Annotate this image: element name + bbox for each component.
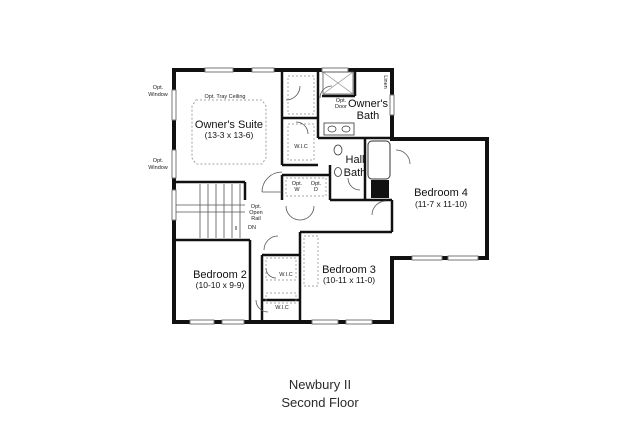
bedroom4-name: Bedroom 4 [414,187,468,199]
opt-window-mid-1: Opt. [153,158,164,164]
wic-owner: W.I.C [294,144,307,150]
opt-d-1: Opt. [311,181,322,187]
bedroom3-name: Bedroom 3 [322,264,376,276]
open-rail-2: Open [249,210,262,216]
tray-ceiling-label: Opt. Tray Ceiling [205,94,246,100]
windows [171,67,479,325]
opt-window-top-1: Opt. [153,85,164,91]
toilet [333,144,343,156]
opt-w-1: Opt. [292,181,303,187]
linen-label: Linen [382,75,388,88]
tray-ceiling [191,99,267,165]
opt-door-2: Door [335,104,347,110]
opt-window-mid-2: Window [148,165,168,171]
open-rail-1: Opt. [251,204,262,210]
bedroom2-name: Bedroom 2 [193,269,247,281]
owners-bath-line2: Bath [357,110,380,122]
hall-bath-line2: Bath [344,167,367,179]
plan-subtitle: Second Floor [281,395,359,410]
opt-window-top-2: Window [148,92,168,98]
wic-bed2: W.I.C [275,305,288,311]
opt-w-2: W [294,187,300,193]
shower [322,71,354,95]
bathtub [367,140,391,180]
door-swings [255,85,411,313]
opt-door-1: Opt. [336,98,347,104]
bedroom4-dims: (11-7 x 11-10) [415,199,467,209]
hall-bath-line1: Hall [346,154,365,166]
open-rail-3: Rail [251,216,260,222]
interior-walls [174,70,394,322]
staircase [176,184,245,238]
opt-d-2: D [314,187,318,193]
owners-bath-line1: Owner's [348,98,388,110]
plan-title: Newbury II [288,377,352,392]
bedroom2-dims: (10-10 x 9-9) [196,280,245,290]
stair-dn: DN [248,225,256,231]
owners-suite-dims: (13-3 x 13-6) [205,130,254,140]
owners-suite-name: Owner's Suite [195,119,263,131]
bedroom3-dims: (10-11 x 11-0) [323,275,375,285]
wic-bed3: W.I.C [279,272,292,278]
